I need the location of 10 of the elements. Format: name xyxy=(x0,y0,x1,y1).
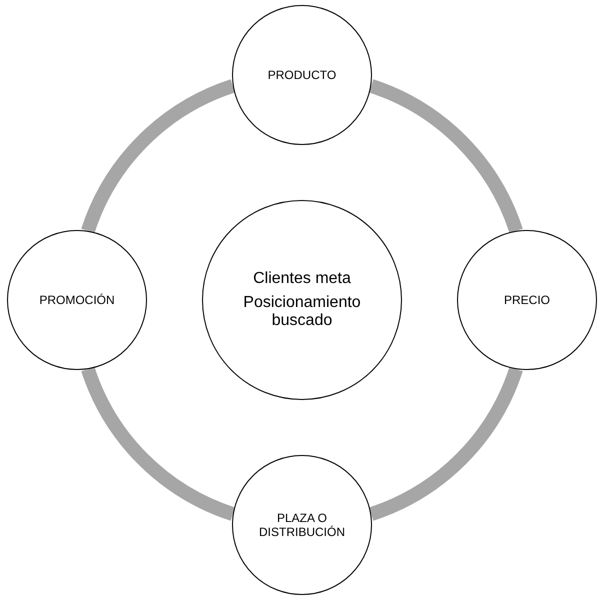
ring-connector xyxy=(368,366,523,521)
node-label: PLAZA O DISTRIBUCIÓN xyxy=(258,511,346,539)
ring-connector xyxy=(81,79,236,234)
node-label: Clientes meta xyxy=(253,270,351,288)
ring-connector xyxy=(81,366,236,521)
node-label: PRECIO xyxy=(504,293,550,307)
node-label: PRODUCTO xyxy=(268,68,336,82)
node-text: Posicionamiento buscado xyxy=(242,294,362,330)
ring-connector xyxy=(368,79,523,234)
node-label: PROMOCIÓN xyxy=(39,293,115,307)
